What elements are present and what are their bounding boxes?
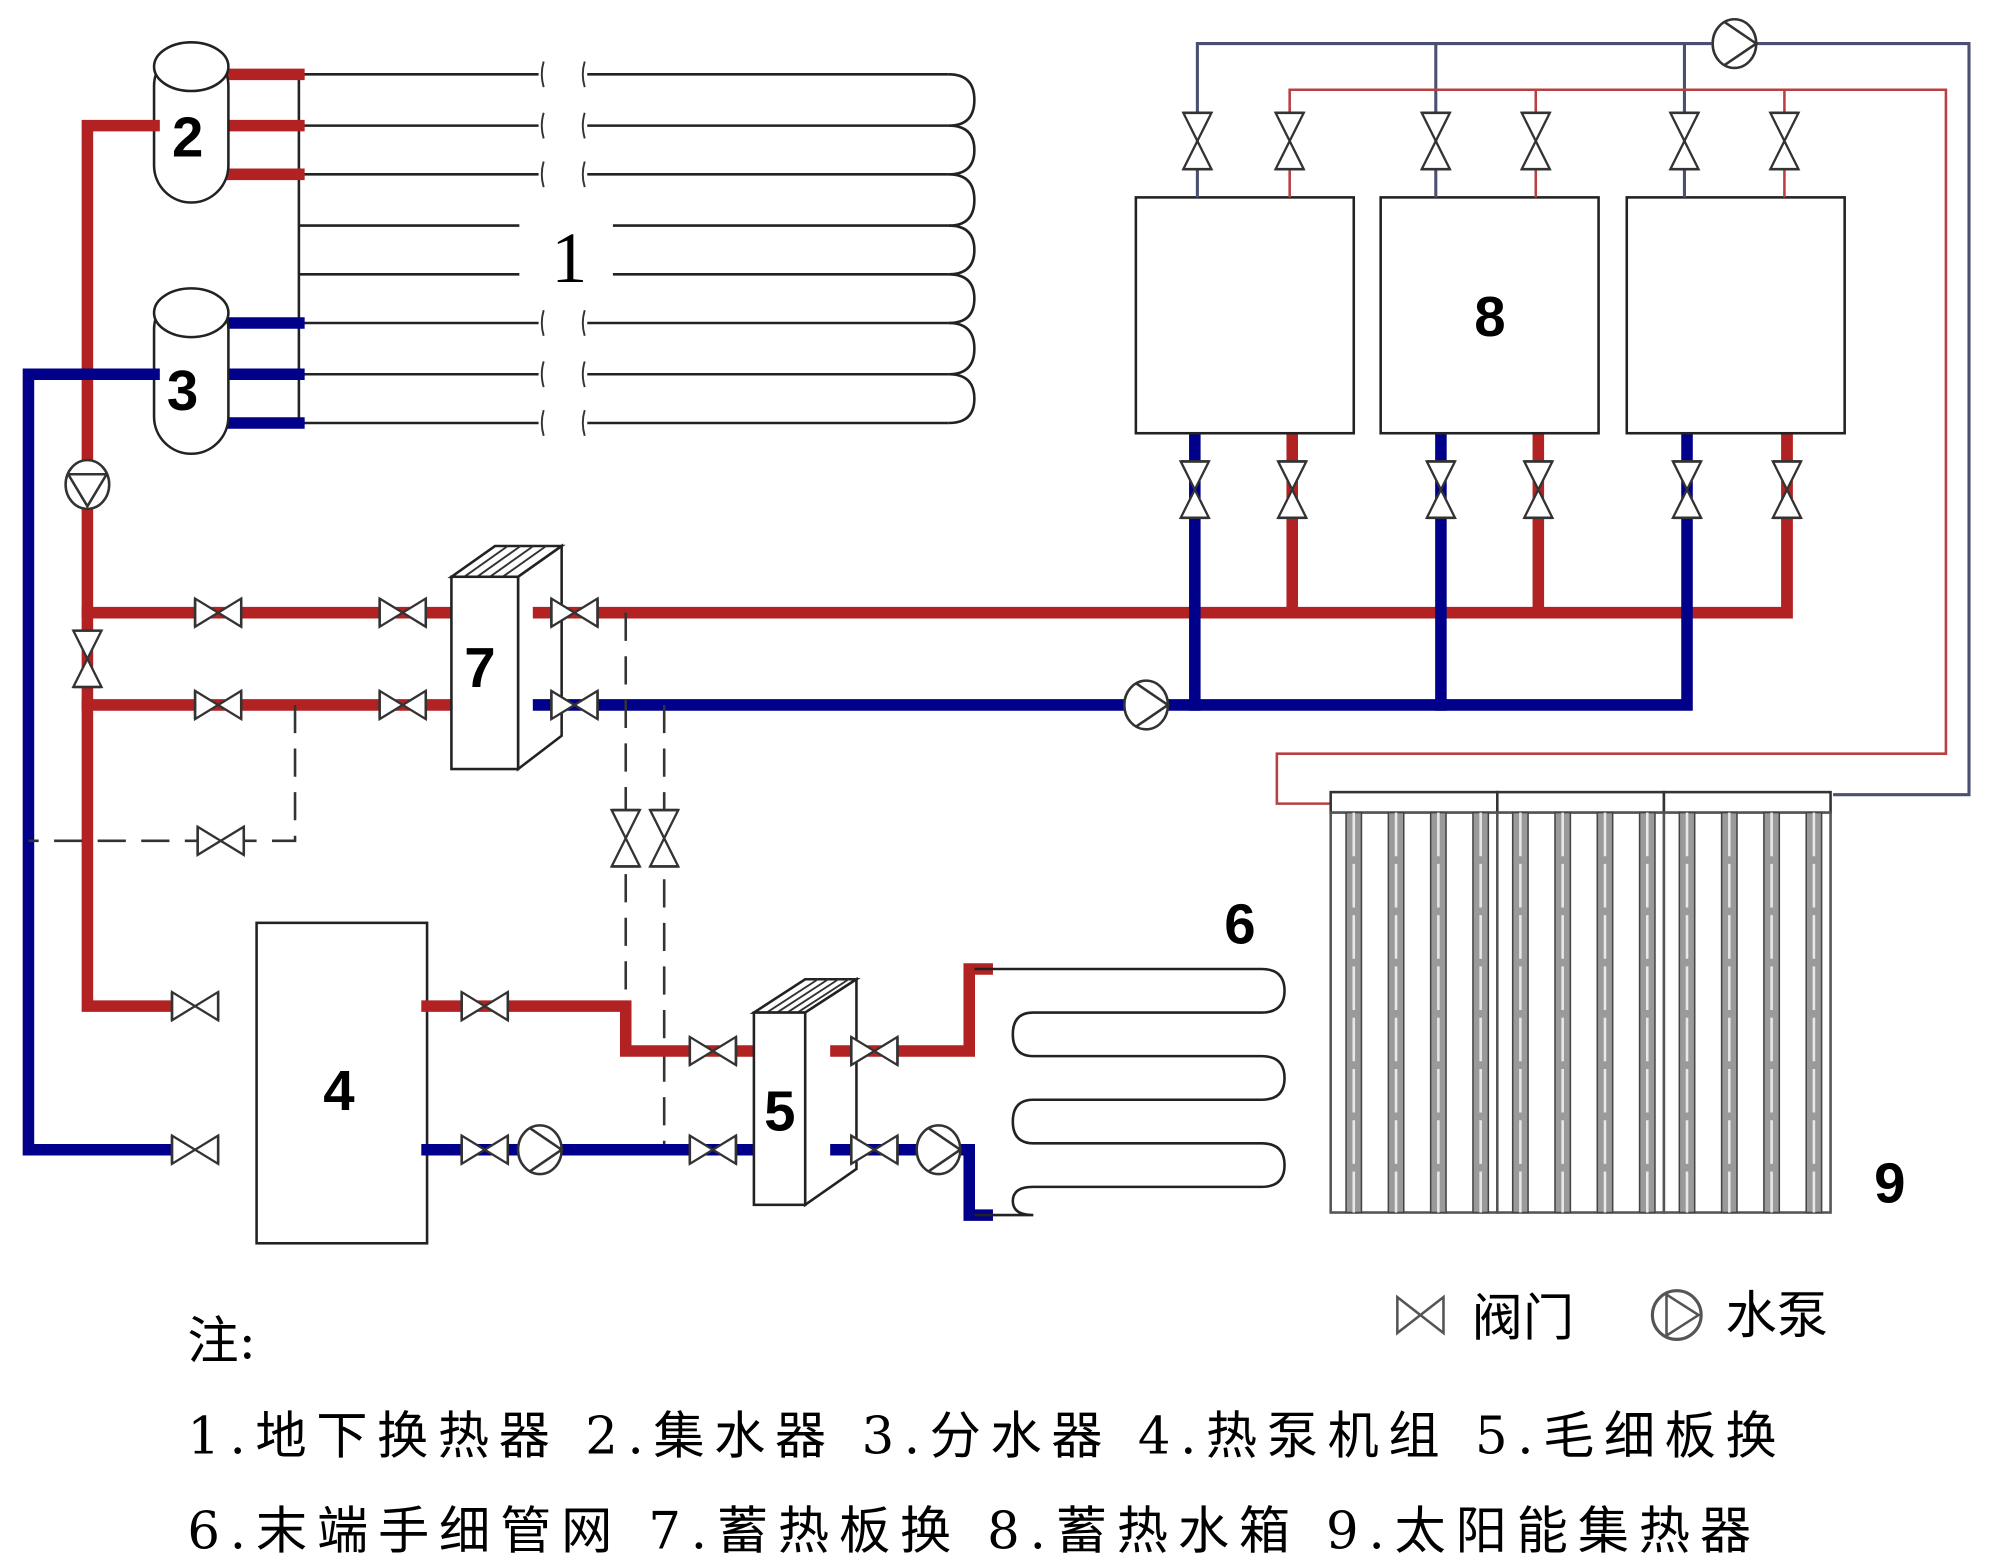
storage-tanks: 8 (1134, 196, 1846, 435)
label-3: 3 (167, 359, 198, 422)
storage-tank-3 (1625, 196, 1846, 435)
valve-icon[interactable] (378, 689, 428, 721)
valve-icon[interactable] (850, 1035, 899, 1067)
valve-icon[interactable] (648, 808, 680, 868)
label-4: 4 (323, 1059, 355, 1122)
valve-icon[interactable] (688, 1134, 738, 1166)
label-2: 2 (172, 105, 203, 168)
terminal-loop-pump-icon[interactable] (915, 1124, 962, 1176)
heat-pump-loop-pump-icon[interactable] (516, 1124, 563, 1176)
storage-tank-2 (1379, 196, 1600, 435)
valve-icon[interactable] (1520, 111, 1552, 171)
valve-icon[interactable] (1179, 460, 1211, 520)
storage-tank-1 (1134, 196, 1356, 435)
notes-heading: 注: (187, 1312, 256, 1372)
valve-icon[interactable] (460, 990, 510, 1022)
ground-heat-exchanger: 1 (297, 61, 976, 437)
label-9: 9 (1874, 1151, 1905, 1214)
solar-loop-pump-icon[interactable] (1711, 17, 1758, 70)
heat-pump-unit: 4 (255, 921, 429, 1245)
terminal-capillary-network (974, 967, 1286, 1217)
valve-icon[interactable] (1276, 460, 1308, 520)
water-distributor: 3 (152, 287, 305, 456)
solar-panel (1662, 790, 1832, 1214)
legend: 阀门 水泵 (1396, 1286, 1828, 1349)
notes-line-1: 1.地下换热器 2.集水器 3.分水器 4.热泵机组 5.毛细板换 (187, 1406, 1776, 1466)
valve-icon[interactable] (850, 1134, 899, 1166)
valve-icon[interactable] (1182, 111, 1213, 171)
valve-icon[interactable] (1420, 111, 1452, 171)
valve-icon[interactable] (550, 597, 599, 629)
valve-icon[interactable] (193, 597, 243, 629)
valve-icon[interactable] (378, 597, 428, 629)
storage-loop-pump-icon[interactable] (1123, 679, 1170, 731)
legend-valve-label: 阀门 (1472, 1289, 1575, 1349)
label-7: 7 (464, 636, 495, 699)
valve-icon[interactable] (1425, 460, 1457, 520)
valve-icon[interactable] (610, 808, 642, 868)
bypass-valve-icon[interactable] (72, 629, 103, 689)
notes: 注: 1.地下换热器 2.集水器 3.分水器 4.热泵机组 5.毛细板换 6.末… (187, 1312, 1776, 1562)
pipe-break-marks (540, 61, 586, 437)
solar-panel (1329, 790, 1499, 1214)
label-1: 1 (551, 218, 587, 298)
notes-line-2: 6.末端手细管网 7.蓄热板换 8.蓄热水箱 9.太阳能集热器 (187, 1501, 1751, 1561)
valve-icon[interactable] (1669, 111, 1700, 171)
legend-valve-icon (1396, 1294, 1445, 1336)
legend-pump-label: 水泵 (1725, 1286, 1827, 1346)
label-5: 5 (764, 1079, 795, 1142)
valve-icon[interactable] (170, 1134, 220, 1166)
capillary-plate-heat-exchanger: 5 (749, 976, 861, 1208)
legend-pump-icon (1650, 1289, 1703, 1342)
valve-icon[interactable] (1769, 111, 1800, 171)
label-8: 8 (1474, 285, 1505, 348)
valve-icon[interactable] (688, 1035, 738, 1067)
solar-panel (1496, 790, 1666, 1214)
valve-icon[interactable] (193, 689, 243, 721)
valve-icon[interactable] (170, 990, 220, 1022)
valve-icon[interactable] (1671, 460, 1703, 520)
valve-icon[interactable] (1771, 460, 1803, 520)
label-6: 6 (1224, 892, 1255, 955)
valve-icon[interactable] (196, 825, 246, 857)
solar-collector (1329, 790, 1832, 1214)
valve-icon[interactable] (550, 689, 599, 721)
valve-icon[interactable] (460, 1134, 510, 1166)
valve-icon[interactable] (1274, 111, 1306, 171)
water-collector: 2 (152, 41, 305, 204)
ground-loop-pump-icon[interactable] (64, 458, 111, 511)
storage-plate-heat-exchanger: 7 (447, 543, 566, 772)
valve-icon[interactable] (1522, 460, 1554, 520)
